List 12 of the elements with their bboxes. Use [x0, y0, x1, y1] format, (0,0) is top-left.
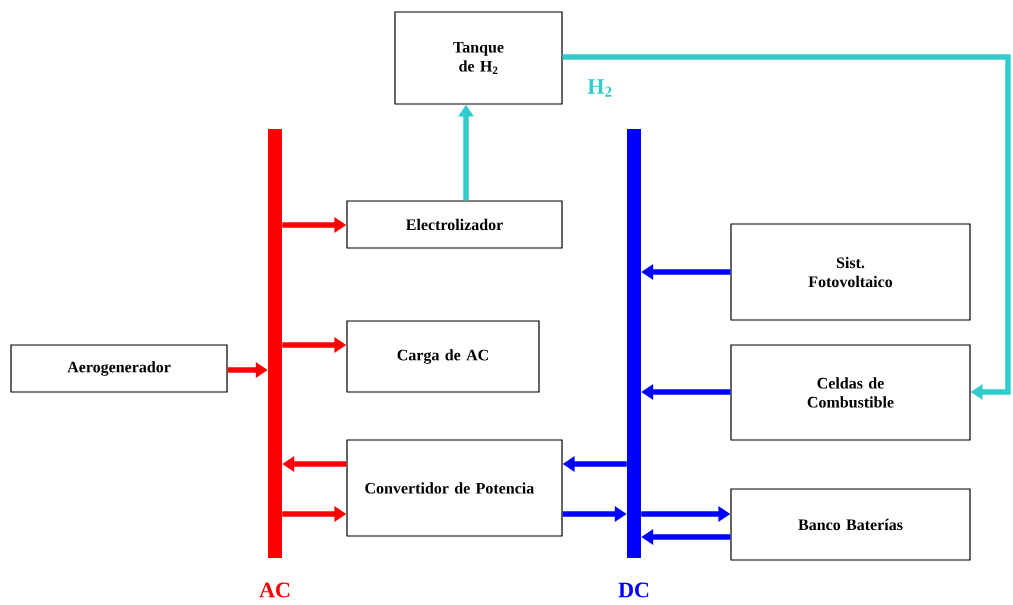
arrow	[562, 54, 1011, 400]
process-box: Electrolizador	[346, 200, 563, 249]
process-box: Carga de AC	[346, 320, 540, 393]
edge-label: H$_{2}$	[586, 78, 614, 98]
process-box: Aerogenerador	[10, 344, 228, 393]
process-box: Banco Baterías	[730, 488, 971, 561]
process-box: Sist. Fotovoltaico	[730, 223, 971, 321]
process-box: Celdas de Combustible	[730, 344, 971, 441]
bus-label: AC	[259, 582, 290, 598]
bus-label: DC	[618, 582, 649, 598]
process-box: Convertidor de Potencia	[346, 439, 563, 537]
process-box: Tanque de H$_{2}$	[394, 11, 563, 105]
